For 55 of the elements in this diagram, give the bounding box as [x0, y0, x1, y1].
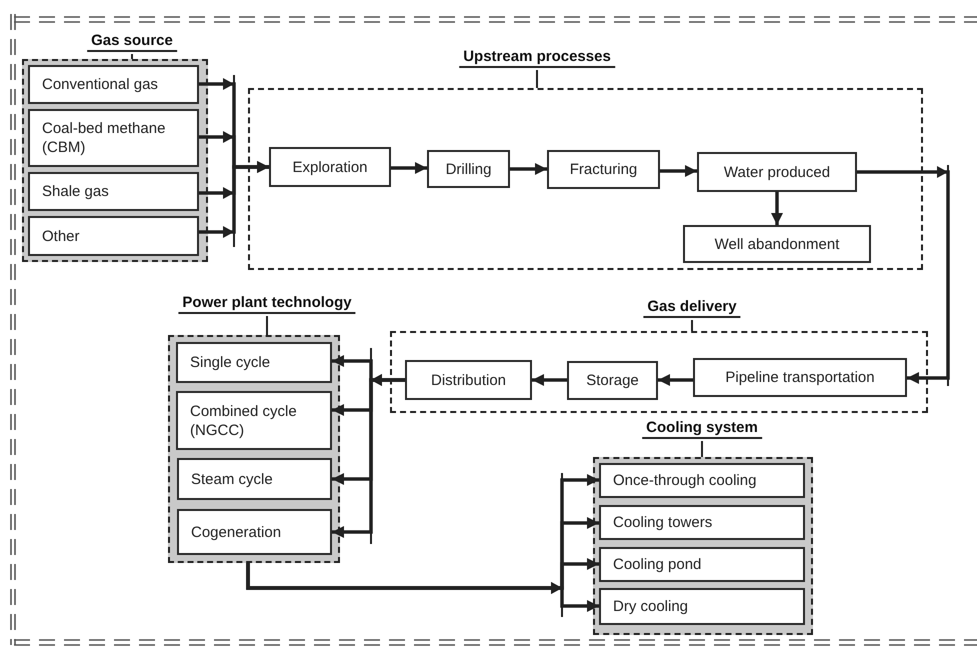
- box-label: Cooling towers: [613, 513, 712, 532]
- arrow: [658, 374, 693, 386]
- process-box: [599, 505, 805, 540]
- process-box: [599, 463, 805, 498]
- process-box: [599, 547, 805, 582]
- process-box: [177, 509, 332, 555]
- group-heading: Gas delivery: [643, 298, 741, 318]
- process-box: [269, 147, 391, 187]
- process-box: [28, 172, 199, 211]
- process-box: [176, 342, 332, 383]
- group-heading: Power plant technology: [178, 294, 356, 314]
- arrow: [857, 170, 950, 384]
- box-label: Steam cycle: [191, 470, 273, 488]
- process-box: [567, 361, 658, 400]
- arrow: [532, 374, 567, 386]
- process-box: [693, 358, 907, 397]
- process-box: [599, 588, 805, 625]
- box-label: Dry cooling: [613, 597, 688, 616]
- arrow: [771, 192, 783, 225]
- process-box: [28, 216, 199, 256]
- box-label: Water produced: [724, 162, 830, 182]
- group-heading: Upstream processes: [459, 48, 615, 68]
- process-box: [176, 391, 332, 450]
- box-label: Conventional gas: [42, 75, 158, 94]
- box-label: Other: [42, 226, 80, 246]
- box-label: Coal-bed methane (CBM): [42, 119, 166, 157]
- process-box: [697, 152, 857, 192]
- box-label: Cooling pond: [613, 555, 702, 574]
- process-box: [177, 458, 332, 500]
- process-box: [427, 150, 510, 188]
- arrow: [199, 161, 269, 234]
- group-heading: Cooling system: [642, 419, 762, 439]
- box-label: Distribution: [430, 370, 506, 390]
- process-box: [683, 225, 871, 263]
- box-label: Once-through cooling: [613, 471, 756, 490]
- box-label: Single cycle: [190, 353, 270, 372]
- box-label: Pipeline transportation: [725, 368, 875, 387]
- box-label: Cogeneration: [191, 522, 282, 542]
- group-heading: Gas source: [87, 32, 177, 52]
- box-label: Storage: [586, 371, 639, 390]
- process-box: [547, 150, 660, 189]
- process-box: [28, 109, 199, 167]
- box-label: Fracturing: [570, 160, 638, 179]
- arrow: [660, 165, 697, 177]
- box-label: Shale gas: [42, 182, 109, 201]
- arrow: [510, 163, 547, 175]
- box-label: Well abandonment: [714, 234, 840, 254]
- arrow: [332, 378, 405, 538]
- process-box: [28, 65, 199, 104]
- process-box: [405, 360, 532, 400]
- arrow: [391, 162, 427, 174]
- arrow: [246, 563, 599, 612]
- box-label: Exploration: [292, 158, 368, 176]
- box-label: Drilling: [446, 160, 492, 178]
- box-label: Combined cycle (NGCC): [190, 402, 298, 440]
